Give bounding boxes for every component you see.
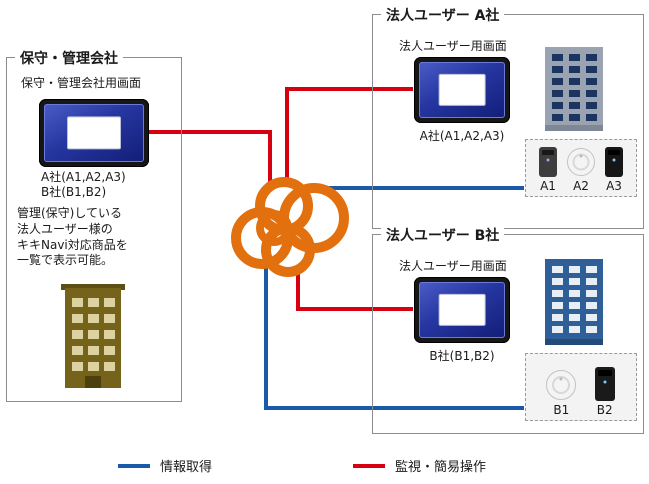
legend-control-label: 監視・簡易操作	[395, 460, 487, 475]
monitor-window	[438, 73, 486, 107]
management-panel: 保守・管理会社 保守・管理会社用画面 A社(A1,A2,A3) B社(B1,B2…	[6, 48, 182, 402]
control-line-company-b-horizontal	[296, 307, 413, 311]
company-b-building-icon	[545, 259, 603, 345]
device-a2-label: A2	[573, 179, 589, 193]
company-a-caption: A社(A1,A2,A3)	[419, 129, 505, 143]
management-panel-title: 保守・管理会社	[15, 48, 123, 68]
legend-control-line-swatch	[353, 463, 385, 468]
monitor-window	[67, 116, 121, 150]
company-a-panel: 法人ユーザー A社 法人ユーザー用画面 A社(A1,A2,A3)	[372, 5, 644, 229]
management-note: 管理(保守)している 法人ユーザー様の キキNavi対応商品を 一覧で表示可能。	[17, 206, 128, 268]
device-a1: A1	[537, 147, 559, 192]
company-a-device-box: A1 A2 A3	[525, 139, 637, 197]
monitor-screen	[419, 62, 505, 118]
device-a2: A2	[566, 147, 596, 192]
device-a3: A3	[603, 147, 625, 192]
control-line-company-a-vertical	[285, 87, 289, 182]
device-b2-label: B2	[596, 403, 613, 417]
device-a1-label: A1	[540, 179, 556, 193]
company-a-monitor-icon	[414, 57, 510, 123]
info-line-company-b-vertical	[264, 268, 268, 410]
company-a-panel-title: 法人ユーザー A社	[381, 5, 505, 25]
company-b-monitor-icon	[414, 277, 510, 343]
appliance-tower-icon	[605, 147, 623, 177]
management-monitor-icon	[39, 99, 149, 167]
control-line-management-horizontal	[146, 130, 272, 134]
appliance-round-icon	[567, 148, 595, 176]
company-b-panel: 法人ユーザー B社 法人ユーザー用画面 B社(B1,B2)	[372, 225, 644, 434]
knot-cloud-icon	[231, 177, 349, 277]
company-b-panel-title: 法人ユーザー B社	[381, 225, 505, 245]
appliance-tower-icon	[594, 367, 615, 401]
management-company-b-label: B社(B1,B2)	[41, 185, 107, 199]
appliance-round-icon	[546, 370, 577, 400]
info-line-company-a	[300, 186, 524, 190]
legend-info: 情報取得	[118, 456, 212, 475]
company-a-screen-label: 法人ユーザー用画面	[399, 39, 507, 53]
monitor-screen	[44, 104, 144, 162]
control-line-company-a-horizontal	[285, 87, 413, 91]
device-b2: B2	[593, 367, 617, 416]
company-b-caption: B社(B1,B2)	[429, 349, 495, 363]
monitor-screen	[419, 282, 505, 338]
legend-info-label: 情報取得	[160, 460, 213, 475]
company-b-screen-label: 法人ユーザー用画面	[399, 259, 507, 273]
legend-info-line-swatch	[118, 463, 150, 468]
company-b-device-box: B1 B2	[525, 353, 637, 421]
management-company-a-label: A社(A1,A2,A3)	[41, 170, 126, 184]
management-company-list: A社(A1,A2,A3) B社(B1,B2)	[41, 170, 126, 200]
appliance-tower-icon	[539, 147, 557, 177]
control-line-management-vertical	[268, 130, 272, 190]
device-a3-label: A3	[606, 179, 622, 193]
device-b1-label: B1	[553, 403, 570, 417]
company-a-building-icon	[545, 47, 603, 131]
control-line-company-b-vertical	[296, 270, 300, 311]
legend-control: 監視・簡易操作	[353, 456, 486, 475]
device-b1: B1	[545, 369, 577, 416]
info-line-company-b-horizontal	[264, 406, 524, 410]
management-building-icon	[61, 284, 125, 388]
monitor-window	[438, 293, 486, 327]
management-screen-label: 保守・管理会社用画面	[21, 76, 142, 90]
